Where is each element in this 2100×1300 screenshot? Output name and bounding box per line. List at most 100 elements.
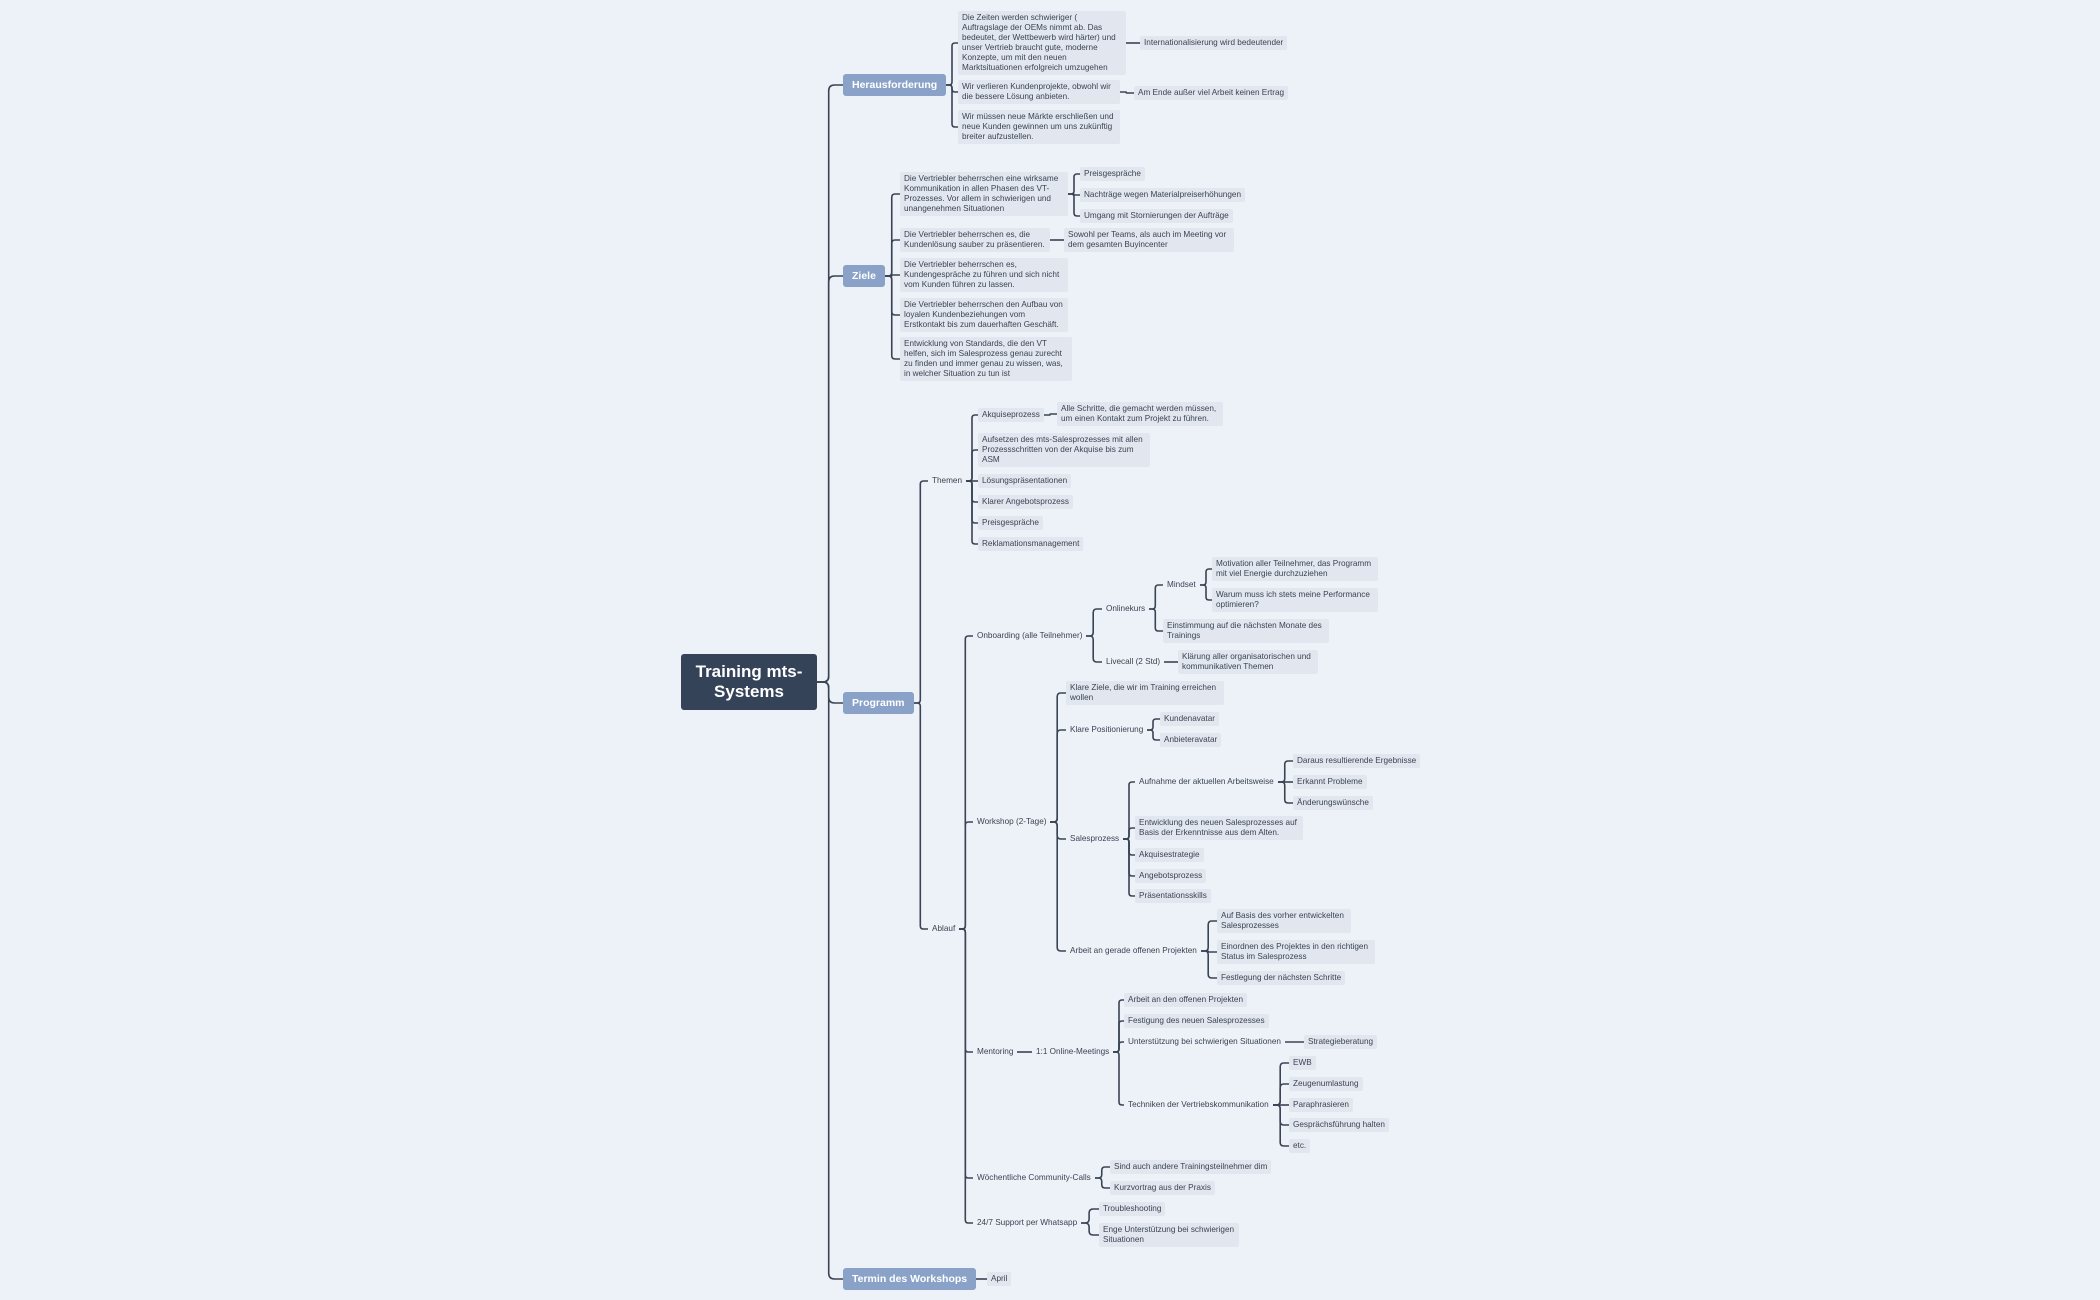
connector-node-salesprozess-node-sp5 (1123, 838, 1135, 897)
node-z3[interactable]: Die Vertriebler beherrschen es, Kundenge… (900, 258, 1068, 292)
connector-node-ws2-node-ws2a (1147, 718, 1160, 731)
node-om4[interactable]: Techniken der Vertriebskommunikation (1128, 1100, 1269, 1109)
node-om4b[interactable]: Zeugenumlastung (1289, 1077, 1363, 1091)
node-mindset[interactable]: Mindset (1167, 580, 1196, 589)
node-themen[interactable]: Themen (932, 476, 963, 485)
node-sp2[interactable]: Entwicklung des neuen Salesprozesses auf… (1135, 816, 1303, 840)
connector-node-om4-node-om4e (1273, 1104, 1289, 1147)
node-sp1[interactable]: Aufnahme der aktuellen Arbeitsweise (1139, 777, 1274, 786)
node-cc2[interactable]: Kurzvortrag aus der Praxis (1110, 1181, 1215, 1195)
node-om4d[interactable]: Gesprächsführung halten (1289, 1118, 1389, 1132)
connector-root-topic-topic-ziele (817, 275, 843, 683)
node-ms2[interactable]: Warum muss ich stets meine Performance o… (1212, 588, 1378, 612)
node-z4[interactable]: Die Vertriebler beherrschen den Aufbau v… (900, 298, 1068, 332)
node-ap2[interactable]: Einordnen des Projektes in den richtigen… (1217, 940, 1375, 964)
node-z1b[interactable]: Nachträge wegen Materialpreiserhöhungen (1080, 188, 1246, 202)
node-sup1[interactable]: Troubleshooting (1099, 1202, 1166, 1216)
node-sp5[interactable]: Präsentationsskills (1135, 889, 1211, 903)
node-om2[interactable]: Festigung des neuen Salesprozesses (1124, 1014, 1269, 1028)
node-arbeit-projekte[interactable]: Arbeit an gerade offenen Projekten (1070, 946, 1197, 955)
connector-node-om4-node-om4b (1273, 1083, 1289, 1106)
connector-node-mindset-node-ms1 (1200, 568, 1212, 586)
node-om4c[interactable]: Paraphrasieren (1289, 1098, 1353, 1112)
node-z5[interactable]: Entwicklung von Standards, die den VT he… (900, 337, 1072, 381)
node-support[interactable]: 24/7 Support per Whatsapp (977, 1218, 1078, 1227)
node-onboarding[interactable]: Onboarding (alle Teilnehmer) (977, 631, 1083, 640)
root-topic[interactable]: Training mts-Systems (681, 654, 817, 710)
node-t4[interactable]: Klarer Angebotsprozess (978, 495, 1073, 509)
connector-node-support-node-sup1 (1081, 1208, 1099, 1224)
node-salesprozess[interactable]: Salesprozess (1070, 834, 1120, 843)
node-sup2[interactable]: Enge Unterstützung bei schwierigen Situa… (1099, 1223, 1239, 1247)
connector-topic-herausforderung-node-h3 (946, 84, 958, 128)
connector-root-topic-topic-termin (817, 681, 843, 1280)
node-termin-april[interactable]: April (987, 1272, 1012, 1286)
connector-node-online-meetings-node-om3 (1113, 1041, 1124, 1053)
node-lc1[interactable]: Klärung aller organisatorischen und komm… (1178, 650, 1318, 674)
node-sp4[interactable]: Angebotsprozess (1135, 869, 1207, 883)
node-z2[interactable]: Die Vertriebler beherrschen es, die Kund… (900, 228, 1050, 252)
connector-topic-ziele-node-z5 (885, 275, 900, 360)
node-onk2[interactable]: Einstimmung auf die nächsten Monate des … (1163, 619, 1329, 643)
node-z1a[interactable]: Preisgespräche (1080, 167, 1145, 181)
node-online-meetings[interactable]: 1:1 Online-Meetings (1036, 1047, 1110, 1056)
node-ws2a[interactable]: Kundenavatar (1160, 712, 1219, 726)
connector-node-t1-node-t1a (1044, 413, 1057, 416)
node-h2a[interactable]: Am Ende außer viel Arbeit keinen Ertrag (1134, 86, 1289, 100)
node-ws2b[interactable]: Anbieteravatar (1160, 733, 1222, 747)
node-onlinekurs[interactable]: Onlinekurs (1106, 604, 1146, 613)
node-z2a[interactable]: Sowohl per Teams, als auch im Meeting vo… (1064, 228, 1234, 252)
topic-programm[interactable]: Programm (843, 692, 914, 714)
node-ws1[interactable]: Klare Ziele, die wir im Training erreich… (1066, 681, 1224, 705)
node-ms1[interactable]: Motivation aller Teilnehmer, das Program… (1212, 557, 1378, 581)
node-cc1[interactable]: Sind auch andere Trainingsteilnehmer dim (1110, 1160, 1272, 1174)
connector-node-onboarding-node-onlinekurs (1086, 608, 1102, 637)
connector-node-sp1-node-sp1a (1278, 760, 1293, 783)
node-om1[interactable]: Arbeit an den offenen Projekten (1124, 993, 1248, 1007)
connector-topic-programm-node-ablauf (914, 702, 928, 930)
connector-root-topic-topic-programm (817, 681, 843, 704)
node-t3[interactable]: Lösungspräsentationen (978, 474, 1072, 488)
topic-herausforderung[interactable]: Herausforderung (843, 74, 947, 96)
node-om4a[interactable]: EWB (1289, 1056, 1316, 1070)
node-h3[interactable]: Wir müssen neue Märkte erschließen und n… (958, 110, 1120, 144)
node-mentoring[interactable]: Mentoring (977, 1047, 1014, 1056)
node-sp1a[interactable]: Daraus resultierende Ergebnisse (1293, 754, 1421, 768)
node-z1c[interactable]: Umgang mit Stornierungen der Aufträge (1080, 209, 1233, 223)
node-h1[interactable]: Die Zeiten werden schwieriger ( Auftrags… (958, 11, 1126, 75)
node-sp3[interactable]: Akquisestrategie (1135, 848, 1204, 862)
node-t1a[interactable]: Alle Schritte, die gemacht werden müssen… (1057, 402, 1223, 426)
node-om3a[interactable]: Strategieberatung (1304, 1035, 1378, 1049)
node-t5[interactable]: Preisgespräche (978, 516, 1043, 530)
connector-node-sp1-node-sp1c (1278, 781, 1293, 804)
connector-node-arbeit-projekte-node-ap1 (1201, 920, 1217, 952)
connector-node-workshop-node-ws2 (1050, 729, 1066, 823)
topic-termin[interactable]: Termin des Workshops (843, 1268, 977, 1290)
connector-node-workshop-node-arbeit-projekte (1050, 821, 1066, 952)
node-h2[interactable]: Wir verlieren Kundenprojekte, obwohl wir… (958, 80, 1120, 104)
connector-node-themen-node-t6 (966, 480, 978, 545)
topic-ziele[interactable]: Ziele (843, 265, 885, 287)
connector-node-arbeit-projekte-node-ap3 (1201, 950, 1217, 979)
node-z1[interactable]: Die Vertriebler beherrschen eine wirksam… (900, 172, 1068, 216)
connector-node-arbeit-projekte-node-ap2 (1201, 950, 1217, 953)
node-livecall[interactable]: Livecall (2 Std) (1106, 657, 1161, 666)
node-om3[interactable]: Unterstützung bei schwierigen Situatione… (1128, 1037, 1281, 1046)
connector-node-onlinekurs-node-mindset (1149, 584, 1163, 610)
connector-node-community-calls-node-cc1 (1095, 1166, 1110, 1179)
node-workshop[interactable]: Workshop (2-Tage) (977, 817, 1047, 826)
node-sp1c[interactable]: Änderungswünsche (1293, 796, 1373, 810)
node-ablauf[interactable]: Ablauf (932, 924, 956, 933)
node-sp1b[interactable]: Erkannt Probleme (1293, 775, 1367, 789)
node-t2[interactable]: Aufsetzen des mts-Salesprozesses mit all… (978, 433, 1150, 467)
node-om4e[interactable]: etc. (1289, 1139, 1311, 1153)
node-t6[interactable]: Reklamationsmanagement (978, 537, 1084, 551)
node-ws2[interactable]: Klare Positionierung (1070, 725, 1144, 734)
node-ap3[interactable]: Festlegung der nächsten Schritte (1217, 971, 1346, 985)
node-h1a[interactable]: Internationalisierung wird bedeutender (1140, 36, 1288, 50)
node-t1[interactable]: Akquiseprozess (978, 408, 1044, 422)
node-ap1[interactable]: Auf Basis des vorher entwickelten Salesp… (1217, 909, 1351, 933)
node-community-calls[interactable]: Wöchentliche Community-Calls (977, 1173, 1091, 1182)
